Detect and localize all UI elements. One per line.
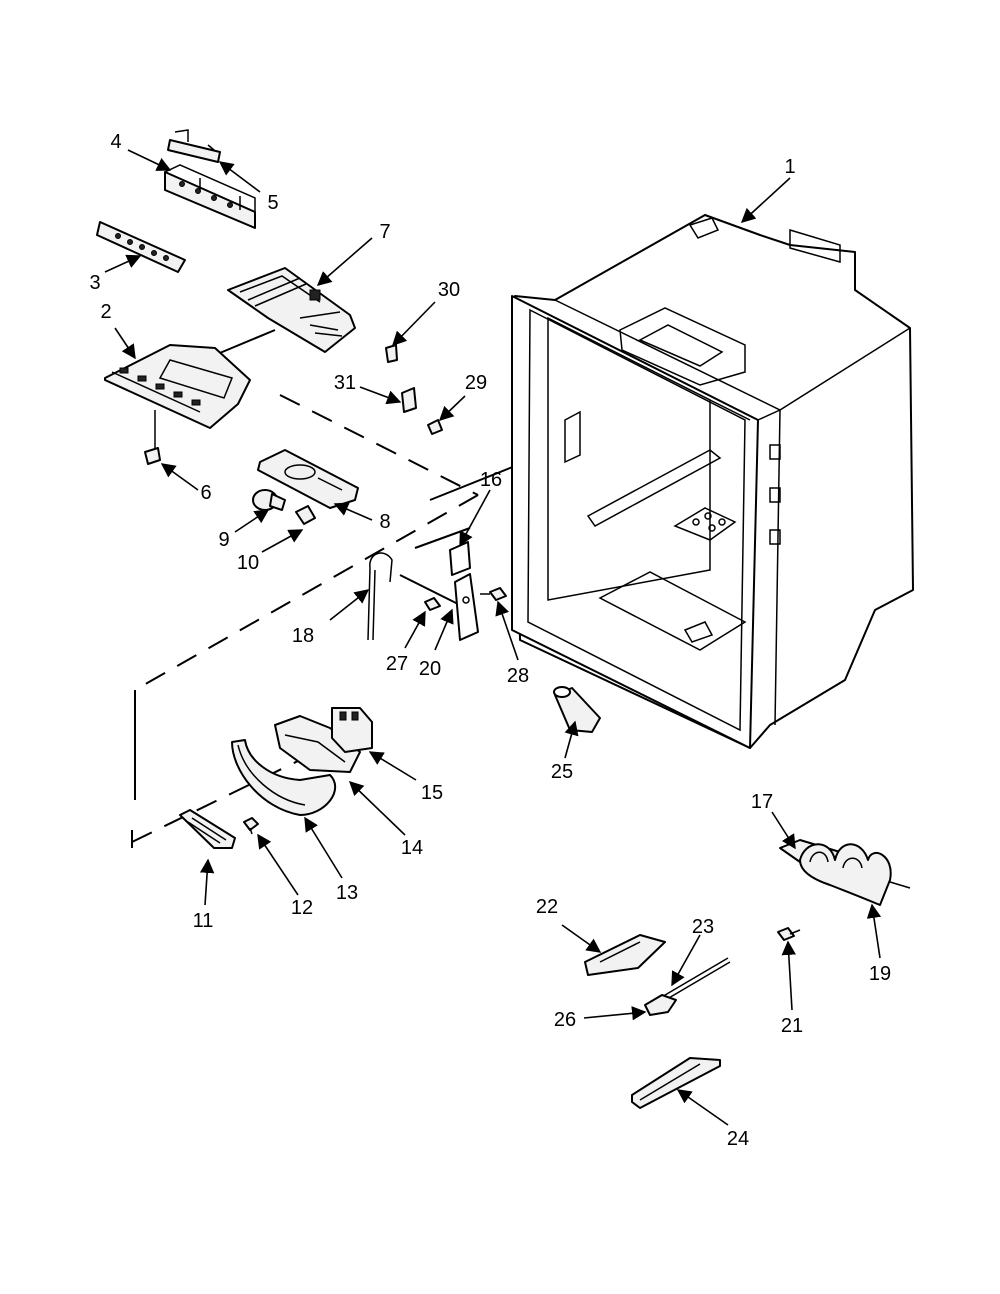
callout-27: 27 — [386, 653, 408, 675]
valve-part[interactable] — [331, 707, 373, 753]
screw-28-part[interactable] — [480, 587, 507, 601]
callout-28: 28 — [507, 665, 529, 687]
drain-trough-part[interactable] — [631, 1057, 721, 1109]
callout-8: 8 — [379, 511, 390, 533]
sensor-part[interactable] — [644, 994, 677, 1016]
callout-5: 5 — [267, 192, 278, 214]
grille-part[interactable] — [179, 809, 236, 849]
filter-cap-part[interactable] — [553, 686, 601, 733]
clip-30-part[interactable] — [385, 344, 398, 363]
callout-3: 3 — [89, 272, 100, 294]
dispenser-housing-part[interactable] — [231, 739, 337, 816]
callout-24: 24 — [727, 1128, 749, 1150]
callout-15: 15 — [421, 782, 443, 804]
callout-18: 18 — [292, 625, 314, 647]
callout-29: 29 — [465, 372, 487, 394]
callout-1: 1 — [784, 156, 795, 178]
damper-housing-part[interactable] — [584, 934, 666, 976]
clip-29-part[interactable] — [427, 419, 443, 435]
liner-cabinet-part[interactable] — [511, 214, 914, 749]
callout-4: 4 — [110, 131, 121, 153]
screw-12-part[interactable] — [243, 817, 259, 835]
heater-part[interactable] — [799, 843, 911, 906]
callout-30: 30 — [438, 279, 460, 301]
mounting-plate-part[interactable] — [454, 573, 479, 641]
board-cover-part[interactable] — [167, 129, 221, 163]
callout-17: 17 — [751, 791, 773, 813]
callout-21: 21 — [781, 1015, 803, 1037]
callout-19: 19 — [869, 963, 891, 985]
bracket-plate-part[interactable] — [449, 541, 471, 576]
callout-31: 31 — [334, 372, 356, 394]
leader-lines — [104, 149, 882, 1126]
thermistor-wire-part[interactable] — [659, 957, 731, 1003]
callout-10: 10 — [237, 552, 259, 574]
diffuser-cover-part[interactable] — [227, 267, 356, 353]
bulb-part[interactable] — [252, 489, 286, 511]
clip-27-part[interactable] — [424, 597, 441, 611]
light-housing-part[interactable] — [257, 449, 359, 509]
callout-14: 14 — [401, 837, 423, 859]
callout-6: 6 — [200, 482, 211, 504]
callout-13: 13 — [336, 882, 358, 904]
control-panel-part[interactable] — [96, 221, 186, 273]
callout-25: 25 — [551, 761, 573, 783]
callout-labels: 1 2 3 4 5 6 7 8 9 10 11 12 13 14 15 16 1… — [89, 131, 891, 1150]
callout-7: 7 — [379, 221, 390, 243]
bracket-31-part[interactable] — [401, 387, 417, 413]
callout-26: 26 — [554, 1009, 576, 1031]
callout-2: 2 — [100, 301, 111, 323]
callout-23: 23 — [692, 916, 714, 938]
callout-20: 20 — [419, 658, 441, 680]
switch-part[interactable] — [144, 447, 161, 465]
control-housing-part[interactable] — [104, 344, 251, 448]
callout-12: 12 — [291, 897, 313, 919]
screw-21-part[interactable] — [777, 927, 801, 941]
callout-9: 9 — [218, 529, 229, 551]
callout-16: 16 — [480, 469, 502, 491]
dispenser-body-part[interactable] — [274, 715, 361, 773]
callout-22: 22 — [536, 896, 558, 918]
control-bracket-part[interactable] — [164, 164, 256, 229]
socket-part[interactable] — [295, 505, 316, 525]
tube-part[interactable] — [367, 552, 393, 641]
callout-11: 11 — [193, 910, 214, 932]
